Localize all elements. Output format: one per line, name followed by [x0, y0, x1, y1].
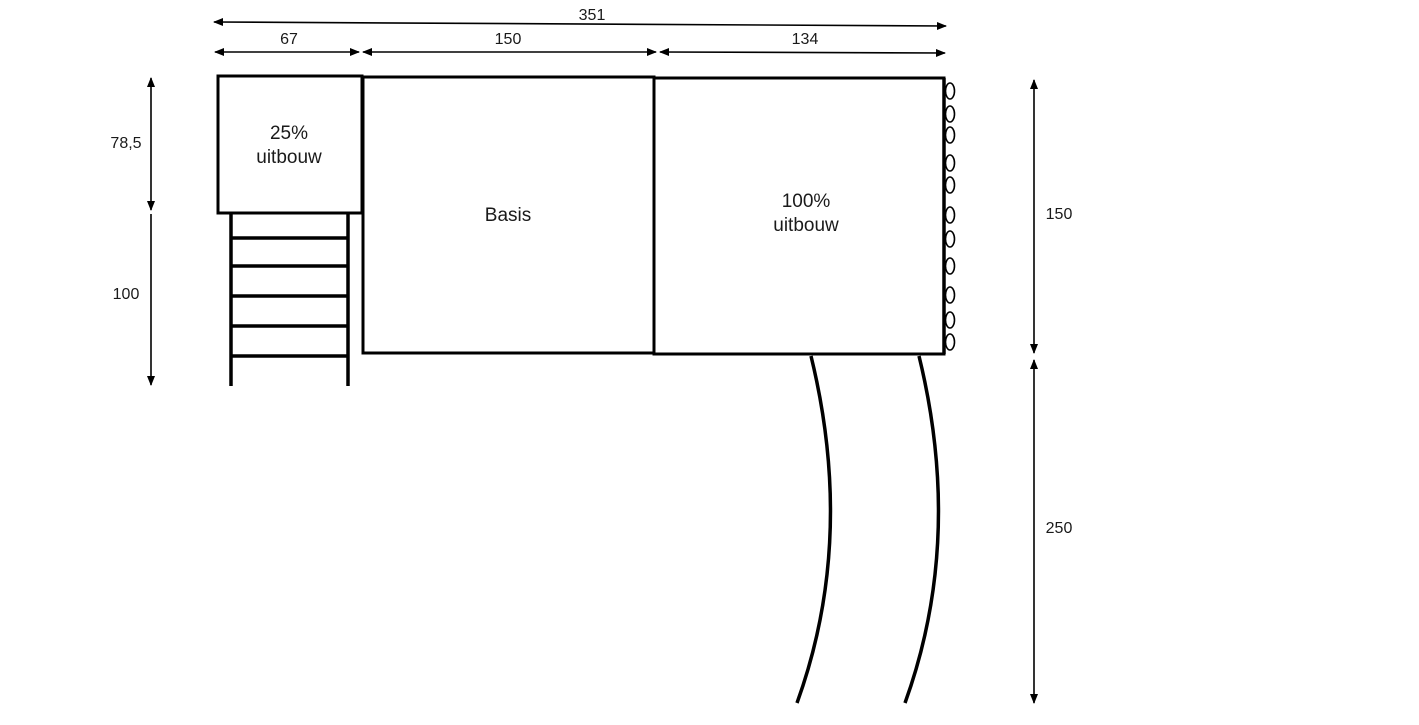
dimension-label-left-upper-height: 78,5 [110, 135, 141, 152]
climbing-net-loops [942, 78, 956, 354]
slide [795, 355, 941, 704]
dimension-label-middle-width: 150 [495, 31, 522, 48]
dimension-label-right-upper-height: 150 [1046, 206, 1073, 223]
left-platform-box [216, 74, 364, 215]
dimension-line-total-width [213, 18, 947, 30]
right-box-label-line2: uitbouw [773, 215, 839, 236]
dimension-line-right-width [659, 48, 946, 57]
basis-box-label: Basis [485, 205, 531, 226]
left-box-label-line1: 25% [270, 123, 308, 144]
dimension-label-left-lower-height: 100 [113, 286, 140, 303]
dimension-label-left-width: 67 [280, 31, 298, 48]
dimension-label-right-width: 134 [792, 31, 819, 48]
left-box-label-line2: uitbouw [256, 147, 322, 168]
dimension-label-right-lower-height: 250 [1046, 520, 1073, 537]
dimension-label-total-width: 351 [579, 7, 606, 24]
ladder [229, 214, 350, 386]
right-box-label-line1: 100% [782, 191, 831, 212]
